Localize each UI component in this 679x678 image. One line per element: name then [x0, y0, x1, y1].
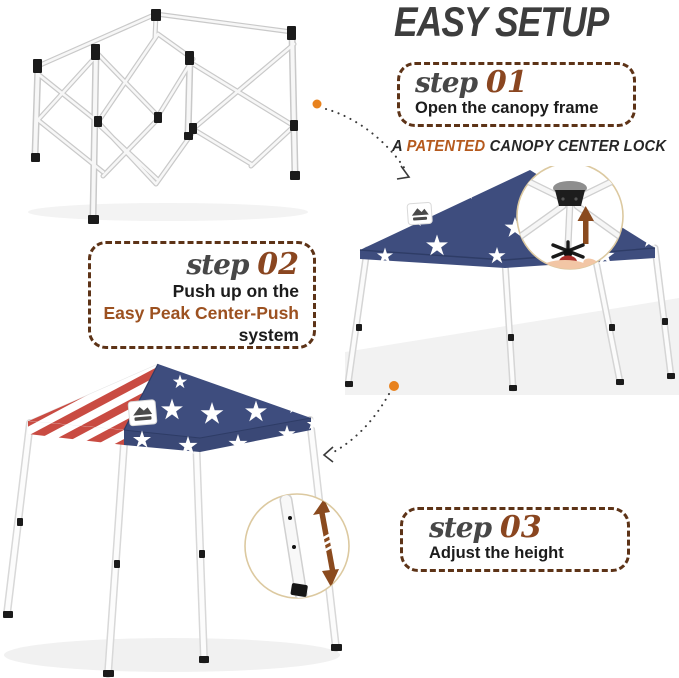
- mountain-logo-icon: [127, 399, 158, 427]
- step-02-line2: Easy Peak Center-Push: [103, 303, 299, 323]
- canopy-step2-illustration: [345, 166, 679, 395]
- step-01-heading: step 01: [415, 68, 633, 98]
- tent-legs: [3, 416, 342, 678]
- folded-canopy-frame-illustration: [28, 9, 308, 224]
- step-03-text: Adjust the height: [429, 544, 564, 562]
- leg-foot: [290, 583, 308, 597]
- step-number: 01: [485, 65, 528, 100]
- patented-caption: A PATENTED CANOPY CENTER LOCK: [392, 138, 677, 156]
- mountain-logo-icon: [406, 202, 433, 226]
- height-adjust-arrow-icon: [313, 499, 339, 587]
- step-02-text: Push up on the Easy Peak Center-Push sys…: [91, 280, 299, 346]
- frame-lattice: [31, 11, 299, 222]
- lock-bracket: [555, 190, 585, 206]
- lock-struts: [517, 174, 623, 250]
- frame-connectors: [31, 9, 300, 224]
- canopy-legs: [345, 242, 675, 392]
- step-02-line3: system: [238, 325, 299, 345]
- step-01-text: Open the canopy frame: [415, 99, 599, 117]
- canopy-center-lock-callout: [516, 166, 624, 270]
- flag-canopy-top: [26, 363, 320, 455]
- patented-rest: CANOPY CENTER LOCK: [489, 138, 667, 155]
- tent-shadow: [4, 638, 340, 672]
- patented-prefix: A: [392, 138, 403, 155]
- flag-canopy-tent-illustration: [3, 363, 350, 678]
- step-02-line1: Push up on the: [172, 281, 299, 301]
- leg-height-adjust-callout: [244, 493, 350, 599]
- frame-shadow: [28, 203, 308, 221]
- step-number: 02: [257, 247, 299, 282]
- step-word: step: [429, 511, 492, 544]
- page-title: EASY SETUP: [394, 0, 609, 45]
- step-03-box: step 03 Adjust the height: [400, 507, 630, 572]
- step-word: step: [186, 248, 249, 281]
- step-03-heading: step 03: [429, 513, 627, 543]
- step-word: step: [415, 66, 478, 99]
- step-number: 03: [499, 510, 542, 545]
- push-up-arrow-icon: [577, 206, 594, 244]
- step-01-box: step 01 Open the canopy frame: [397, 62, 636, 127]
- step-02-box: step 02 Push up on the Easy Peak Center-…: [88, 241, 316, 349]
- patented-highlight: PATENTED: [406, 138, 486, 155]
- step-02-heading: step 02: [91, 250, 299, 280]
